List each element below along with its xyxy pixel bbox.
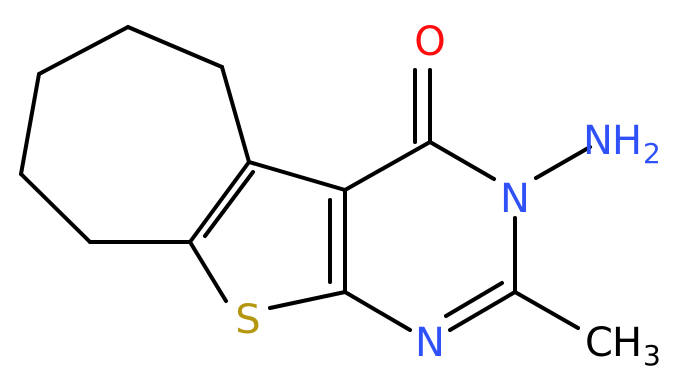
atom-sulfur: S (235, 297, 260, 343)
atom-ring-n1: N (415, 320, 445, 366)
bond-c2-n1-inner (444, 281, 504, 318)
bond-thiophene-c-s-left (188, 240, 228, 303)
thiophene-ring-bonds (188, 160, 347, 310)
bond-ring7-1 (220, 65, 251, 164)
bond-thiophene-s-c-right (268, 290, 347, 310)
bond-ring7-2 (126, 25, 224, 69)
bond-c-methyl (513, 290, 580, 330)
bond-thiophene-fused-double-outer (188, 160, 251, 244)
atom-amino-h: H (612, 118, 642, 164)
pyrimidinone-ring-bonds (343, 68, 517, 332)
atom-methyl-c: C (585, 320, 613, 366)
bond-ring7-3 (37, 25, 130, 76)
bond-n-amino (534, 145, 592, 180)
bond-ring7-4 (19, 72, 41, 176)
bond-n1-c8a (343, 290, 412, 332)
atom-methyl-subscript: 3 (643, 339, 661, 372)
bond-c4-c4a (343, 140, 432, 192)
bond-thiophene-top (247, 160, 347, 192)
substituent-bonds (513, 145, 592, 330)
atom-methyl-ch3: C H 3 (585, 320, 661, 372)
atom-ring-n3: N (500, 176, 530, 222)
atom-amino-subscript: 2 (643, 137, 661, 170)
bond-thiophene-fused-double-inner (203, 170, 255, 238)
atom-oxygen: O (414, 19, 445, 65)
atom-amino-n: N (583, 118, 613, 164)
bond-c2-n1-outer (448, 290, 517, 332)
bond-ring7-5 (19, 172, 92, 244)
atom-methyl-h: H (612, 320, 642, 366)
cycloheptane-ring-bonds (19, 25, 251, 244)
atom-labels: O N H 2 N N S C H 3 (235, 19, 661, 372)
bond-c4-n3 (428, 140, 496, 181)
atom-amino-nh2: N H 2 (583, 118, 661, 170)
